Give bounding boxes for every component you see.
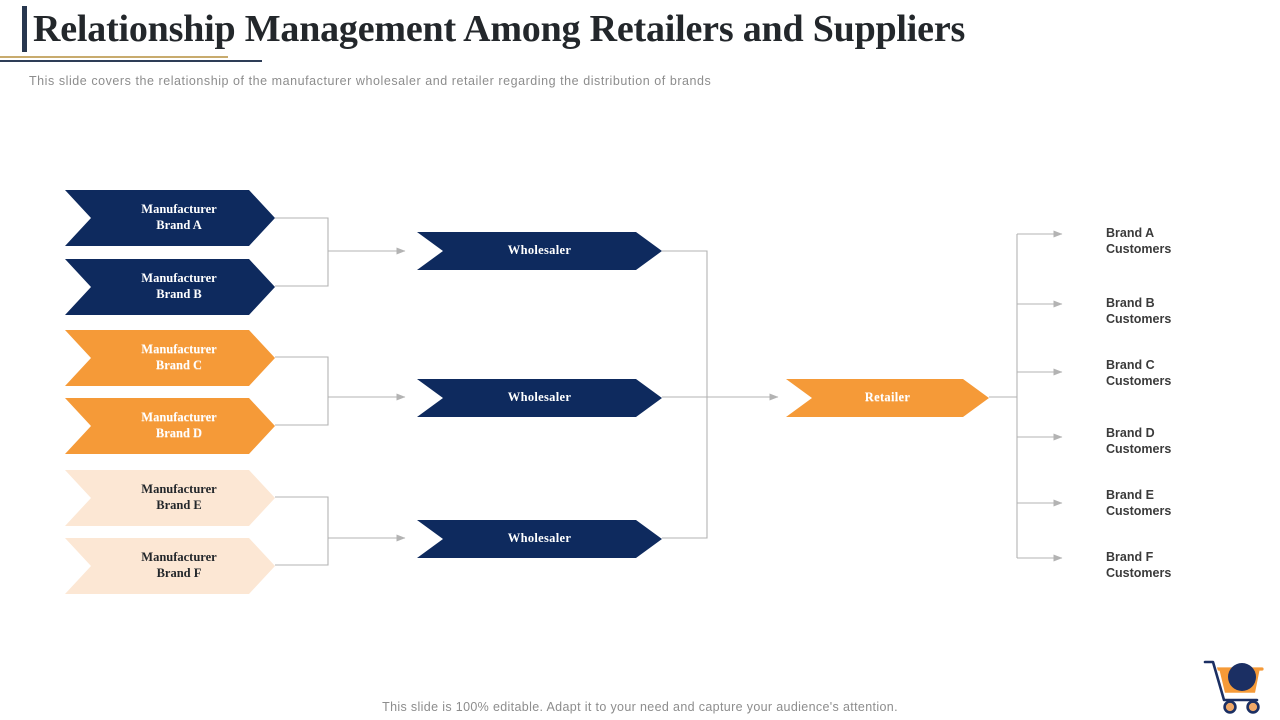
page-title: Relationship Management Among Retailers … [33,8,966,50]
title-accent-bar [22,6,27,52]
bracket-group-1 [275,217,329,287]
page-subtitle: This slide covers the relationship of th… [29,74,712,88]
bracket-wholesalers [662,250,708,539]
wholesaler-node-2-label: Wholesaler [507,390,572,405]
shopping-cart-icon [1202,659,1264,714]
wholesaler-node-1[interactable]: Wholesaler [417,232,662,270]
title-rule-navy [0,60,262,62]
retailer-node[interactable]: Retailer [786,379,989,417]
wholesaler-node-3-label: Wholesaler [507,531,572,546]
wholesaler-node-1-label: Wholesaler [507,243,572,258]
title-rule-gold [0,56,228,58]
retailer-node-label: Retailer [864,390,911,405]
wholesaler-node-3[interactable]: Wholesaler [417,520,662,558]
wholesaler-node-2[interactable]: Wholesaler [417,379,662,417]
bracket-group-2 [275,356,329,426]
footer-note: This slide is 100% editable. Adapt it to… [382,700,898,714]
bracket-group-3 [275,496,329,566]
